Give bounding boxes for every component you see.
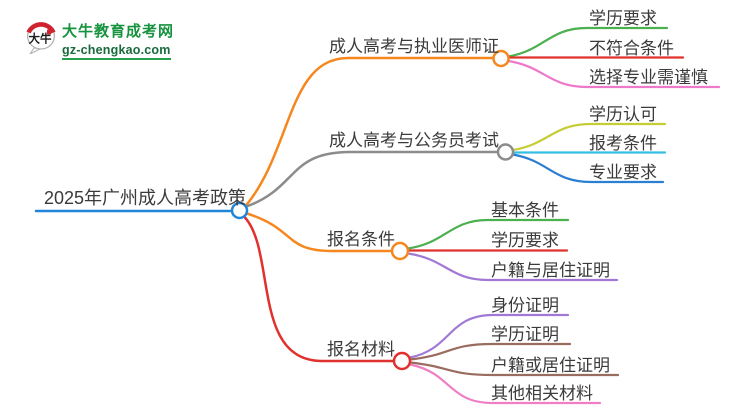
branch-4-child-1-connector [408, 313, 570, 359]
branch-4-child-3-connector [408, 361, 620, 377]
branch-2-child-1-label[interactable]: 学历认可 [589, 105, 657, 124]
root-node-handle[interactable] [230, 201, 249, 220]
branch-3-connector [245, 212, 394, 253]
branch-2-child-3-label[interactable]: 专业要求 [589, 163, 657, 182]
daniu-logo-icon: 大牛 [26, 22, 56, 54]
speech-bubble-tail [29, 47, 42, 54]
branch-3-child-1-connector [406, 218, 570, 250]
logo-text-block: 大牛教育成考网 gz-chengkao.com [62, 20, 174, 60]
branch-3-node-handle[interactable] [390, 241, 410, 261]
logo-seal [47, 29, 52, 35]
branch-1-child-3-connector [507, 59, 721, 89]
branch-1-connector [244, 56, 495, 207]
branch-1-child-3-label[interactable]: 选择专业需谨慎 [589, 68, 708, 87]
logo-glyph-text: 大牛 [29, 32, 52, 46]
branch-4-child-3-label[interactable]: 户籍或居住证明 [491, 356, 610, 375]
branch-3-child-3-connector [406, 252, 619, 282]
branch-1-node-handle[interactable] [492, 49, 510, 68]
branch-2-child-2-label[interactable]: 报考条件 [589, 134, 657, 153]
branch-2-connector [245, 150, 499, 208]
site-logo[interactable]: 大牛 大牛教育成考网 gz-chengkao.com [26, 20, 174, 60]
branch-1-child-2-label[interactable]: 不符合条件 [589, 38, 674, 58]
branch-4-child-1-label[interactable]: 身份证明 [491, 296, 559, 315]
logo-red-cap [26, 22, 56, 34]
branch-3-label[interactable]: 报名条件 [327, 230, 395, 249]
branch-1-label[interactable]: 成人高考与执业医师证 [329, 37, 499, 56]
root-node-label[interactable]: 2025年广州成人高考政策 [44, 188, 247, 208]
branch-2-label[interactable]: 成人高考与公务员考试 [329, 131, 499, 150]
branch-4-child-2-label[interactable]: 学历证明 [491, 325, 559, 344]
branch-4-label[interactable]: 报名材料 [327, 340, 395, 359]
branch-4-child-4-label[interactable]: 其他相关材料 [491, 384, 593, 403]
branch-4-connector [243, 216, 396, 363]
logo-site-name: 大牛教育成考网 [62, 23, 175, 40]
branch-4-child-2-connector [408, 342, 572, 361]
branch-3-child-1-label[interactable]: 基本条件 [491, 200, 559, 220]
branch-4-child-4-connector [408, 363, 602, 405]
branch-4-node-handle[interactable] [392, 351, 412, 371]
branch-2-child-3-connector [511, 153, 665, 184]
branch-3-child-2-label[interactable]: 学历要求 [491, 230, 559, 250]
branch-1-child-1-label[interactable]: 学历要求 [589, 9, 657, 28]
branch-2-node-handle[interactable] [496, 143, 515, 161]
logo-site-domain: gz-chengkao.com [62, 43, 171, 60]
branch-1-child-1-connector [507, 26, 669, 58]
branch-3-child-3-label[interactable]: 户籍与居住证明 [491, 261, 610, 280]
branch-2-child-1-connector [511, 122, 667, 152]
